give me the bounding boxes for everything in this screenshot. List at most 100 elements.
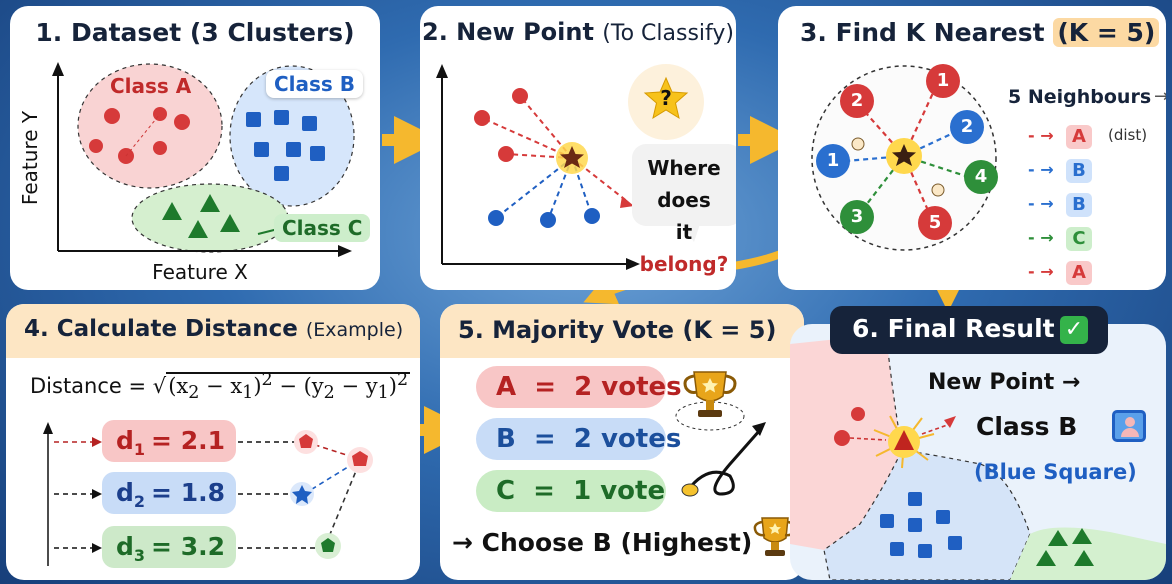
panel-new-point: 2. New Point (To Classify) [420, 6, 736, 290]
neighbour-row: - →C [1028, 226, 1108, 254]
distance-markers [851, 137, 945, 197]
arrowhead [620, 196, 634, 208]
y-axis-arrowhead [436, 64, 448, 78]
y-axis-arrowhead [43, 422, 53, 434]
panel-title: 3. Find K Nearest (K = 5) [800, 18, 1160, 47]
dataset-plot [52, 62, 355, 257]
panel-title-main: 2. New Point [422, 18, 594, 46]
distance-value: = 2.1 [151, 426, 225, 455]
class-c-label: Class C [274, 214, 371, 242]
final-result-header: 6. Final Result ✓ [830, 306, 1108, 354]
question-mark: ? [660, 86, 672, 110]
red-point [834, 430, 850, 446]
neighbour-class-badge: C [1066, 227, 1092, 251]
y-axis-label: Feature Y [18, 110, 42, 206]
panel-calculate-distance: 4. Calculate Distance (Example) Distance… [6, 304, 420, 580]
class-c-region [1010, 527, 1166, 580]
neighbour-circle-blue-1: 1 [816, 144, 850, 178]
neighbour-class-badge: B [1066, 193, 1092, 217]
distance-diagram [43, 422, 373, 566]
arrow-tail [681, 483, 699, 497]
point-b-star [292, 485, 312, 504]
flow-arrowhead [752, 422, 766, 436]
new-point-star-icon [560, 146, 584, 168]
panel-title: 4. Calculate Distance (Example) [24, 316, 403, 342]
class-b-label: Class B [266, 70, 364, 98]
vote-pill: A = 2 votes [476, 366, 682, 408]
panel-dataset: 1. Dataset (3 Clusters) Feature Y [10, 6, 380, 290]
vote-pill: C = 1 vote [476, 470, 666, 512]
panel-find-k-nearest: 3. Find K Nearest (K = 5) 1 2 1 2 4 3 5 … [778, 6, 1166, 290]
neighbour-arrow-icon: - → [1028, 160, 1054, 179]
neighbour-class-badge: B [1066, 159, 1092, 183]
panel-title: 1. Dataset (3 Clusters) [35, 18, 355, 47]
class-b-points [246, 110, 325, 181]
neighbour-line [849, 437, 887, 441]
distance-value: = 1.8 [151, 478, 225, 507]
vote-decorations [675, 371, 797, 556]
distance-value: = 3.2 [151, 532, 225, 561]
flow-arrow [686, 429, 762, 496]
panel-header-bg [6, 304, 420, 358]
blue-square-label: (Blue Square) [974, 460, 1137, 484]
distance-subscript: 2 [133, 492, 146, 511]
dist-label: (dist) [1108, 126, 1148, 144]
vote-pill: B = 2 votes [476, 418, 681, 460]
green-triangles [1036, 528, 1094, 566]
query-pentagon [352, 451, 368, 466]
neighbour-list: - → A - → B - → B - →C - → A [1028, 124, 1108, 290]
trophy-icon [683, 371, 737, 417]
panel-header-bg [440, 304, 804, 358]
speech-bubble-tail [682, 224, 700, 242]
panel-title-sub: (To Classify) [602, 21, 734, 46]
checkmark-icon: ✓ [1060, 316, 1088, 344]
point-a-pentagon [299, 434, 313, 448]
neighbour-row: - → B [1028, 192, 1108, 220]
blue-squares [880, 492, 962, 558]
neighbour-arrow-icon: - → [1028, 262, 1054, 281]
class-b-result: Class B [976, 412, 1078, 441]
neighbour-row: - → A [1028, 124, 1108, 152]
result-arrowhead [944, 416, 956, 428]
panel-title-k: (K = 5) [1053, 18, 1160, 47]
distance-pill: d1= 2.1 [102, 420, 236, 462]
class-b-region [823, 449, 1031, 580]
final-result-plot [790, 333, 1166, 580]
blue-square-icon [1112, 410, 1146, 442]
x-axis-arrowhead [626, 258, 640, 270]
neighbour-line-2 [921, 423, 951, 435]
neighbour-circle-green-3: 3 [840, 200, 874, 234]
neighbour-arrow-icon: - → [1028, 194, 1054, 213]
distance-pill: d2 = 1.8 [102, 472, 236, 514]
distance-symbol: d [116, 532, 134, 561]
neighbour-circle-red-5: 5 [918, 206, 952, 240]
red-point [851, 407, 865, 421]
distance-formula: Distance = √(x2 − x1)2 − (y2 − y1)2 [30, 370, 411, 403]
point-c-pentagon [321, 538, 335, 552]
neighbour-circle-red-1: 1 [926, 64, 960, 98]
new-point-plot [436, 64, 736, 270]
formula-label: Distance = [30, 374, 147, 398]
question-text: Where does it belong? [632, 152, 736, 280]
y-axis-arrowhead [52, 62, 64, 76]
distance-subscript: 1 [133, 440, 146, 459]
neighbour-arrow-icon: - → [1028, 126, 1054, 145]
distance-subscript: 3 [133, 546, 146, 565]
neighbours-arrow-icon: → [1154, 86, 1166, 107]
neighbour-class-badge: A [1066, 261, 1092, 285]
x-axis-label: Feature X [152, 260, 248, 284]
cluster-b-region [229, 65, 355, 207]
question-line-2: it belong? [639, 220, 729, 276]
new-point-label: New Point → [928, 370, 1081, 395]
neighbour-row: - → B [1028, 158, 1108, 186]
panel-title: 2. New Point (To Classify) [420, 18, 736, 46]
panel-title-main: 3. Find K Nearest [800, 18, 1045, 47]
choose-result: → Choose B (Highest) [452, 528, 753, 557]
query-star-icon [892, 144, 916, 166]
result-triangle [894, 430, 914, 450]
speech-bubble [632, 144, 736, 226]
neighbour-class-badge: A [1066, 125, 1092, 149]
class-a-label: Class A [110, 74, 192, 98]
distance-symbol: d [116, 478, 134, 507]
